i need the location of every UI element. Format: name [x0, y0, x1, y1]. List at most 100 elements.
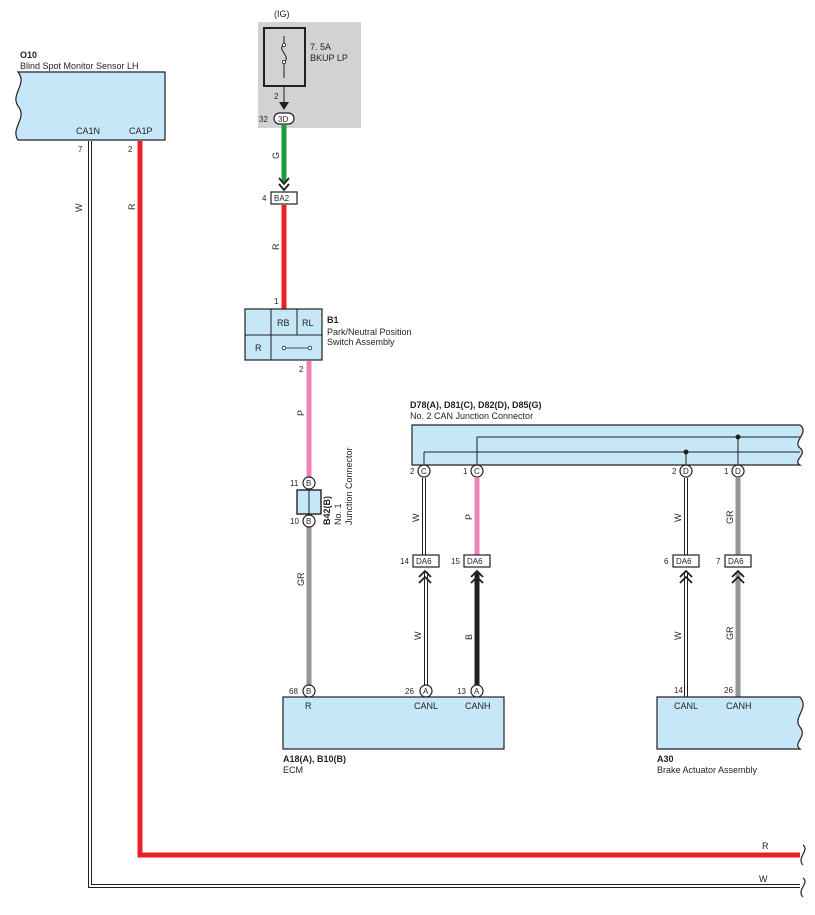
- b42-letter-bottom: B: [306, 517, 311, 526]
- fuse-connector-pin: 32: [259, 115, 268, 124]
- o10-name: Blind Spot Monitor Sensor LH: [20, 61, 139, 71]
- fuse-area: [258, 22, 361, 128]
- ecm-pin-letter: A: [474, 687, 480, 696]
- can-jc-pin-circle: [731, 464, 745, 478]
- wire-label-gr: GR: [725, 626, 735, 640]
- a30-brake-actuator: 14 26 CANL CANH A30 Brake Actuator Assem…: [656, 686, 804, 775]
- wire-label-b: B: [464, 634, 474, 640]
- wires: [88, 125, 800, 888]
- wire-label-r: R: [271, 243, 281, 250]
- da6-pin: 15: [451, 557, 460, 566]
- can-jc-body: [411, 424, 804, 466]
- can-jc-pin-num: 1: [463, 467, 468, 476]
- ecm-pin-letter: B: [306, 687, 311, 696]
- b42-pin-bottom-circle: [302, 514, 316, 528]
- a30-pin-num: 26: [724, 686, 733, 695]
- chevron-up-icon: [731, 569, 745, 584]
- switch-contact-icon: [281, 345, 287, 351]
- da6-label: DA6: [467, 557, 483, 566]
- ecm-terminal: CANL: [414, 701, 438, 711]
- wire-break-icon: [800, 844, 806, 866]
- da6-label: DA6: [728, 557, 744, 566]
- a30-name: Brake Actuator Assembly: [657, 765, 758, 775]
- da6-box: [724, 554, 752, 568]
- ecm-terminal: R: [305, 701, 312, 711]
- da6-connectors: DA6 14 DA6 15 DA6 6 DA6 7: [400, 554, 752, 584]
- can-jc-pin-letter: D: [735, 467, 741, 476]
- ecm-pin-letter: A: [423, 687, 429, 696]
- can-jc-pin-circle: [417, 464, 431, 478]
- can-jc-pin-circle: [470, 464, 484, 478]
- wire-label-gr: GR: [725, 510, 735, 524]
- da6-pin: 6: [664, 557, 669, 566]
- wire-label-p: P: [464, 514, 474, 520]
- can-jc-pin-circle: [679, 464, 693, 478]
- wire-color-labels: W R G R P GR W P W GR W B W GR R W: [74, 152, 769, 884]
- wire-label-w: W: [673, 513, 683, 522]
- b42-name-line2: Junction Connector: [344, 447, 354, 525]
- b1-name-line1: Park/Neutral Position: [327, 327, 412, 337]
- ecm-pin-num: 26: [405, 687, 414, 696]
- chevron-down-icon: [278, 177, 290, 192]
- o10-terminal-ca1n: CA1N: [76, 126, 100, 136]
- wire-label-g: G: [271, 152, 281, 159]
- b42-pin-top-circle: [302, 476, 316, 490]
- o10-pin-7: 7: [78, 145, 83, 154]
- can-jc-pin-num: 1: [724, 467, 729, 476]
- ba2-label: BA2: [274, 194, 290, 203]
- fuse-circuit-label: (IG): [274, 9, 290, 19]
- da6-box: [672, 554, 700, 568]
- wire-label-w: W: [673, 631, 683, 640]
- ecm-terminal: CANH: [465, 701, 491, 711]
- can-jc-pin-num: 2: [410, 467, 415, 476]
- da6-pin: 7: [716, 557, 721, 566]
- connector-arrow-icon: [279, 102, 289, 110]
- b1-cell-rb: RB: [277, 318, 290, 328]
- can-jc-pin-letter: D: [683, 467, 689, 476]
- b42-letter-top: B: [306, 479, 311, 488]
- wire-label-w: W: [759, 874, 768, 884]
- chevron-up-icon: [679, 569, 693, 584]
- b42-pin-top: 11: [290, 479, 299, 488]
- wire-label-w: W: [413, 631, 423, 640]
- fuse-pin: 2: [274, 92, 279, 101]
- ecm-pin-num: 13: [457, 687, 466, 696]
- wire-break-marks: [800, 844, 806, 898]
- a30-code: A30: [657, 754, 674, 764]
- b42-junction: B 11 B 10 B42(B) No. 1 Junction Connecto…: [290, 447, 354, 528]
- b1-cell-r: R: [255, 343, 262, 353]
- o10-pin-2: 2: [128, 145, 133, 154]
- ba2-pin: 4: [262, 194, 267, 203]
- can-jc-name: No. 2 CAN Junction Connector: [410, 411, 533, 421]
- da6-box: [412, 554, 440, 568]
- o10-body: [15, 71, 166, 141]
- ecm-name: ECM: [283, 765, 303, 775]
- wire-red-o10: [137, 141, 800, 858]
- b1-pin-in: 1: [274, 297, 279, 306]
- o10-terminal-ca1p: CA1P: [129, 126, 153, 136]
- ecm: B 68 A 26 A 13 R CANL CANH A18(A), B10(B…: [282, 684, 505, 775]
- splice-point-icon: [735, 434, 741, 440]
- b42-label-group: B42(B) No. 1 Junction Connector: [322, 447, 354, 525]
- can-jc-code: D78(A), D81(C), D82(D), D85(G): [410, 400, 542, 410]
- wire-white-o10: [89, 141, 800, 887]
- chevron-up-icon: [418, 569, 432, 584]
- connector-oval-3d: [273, 112, 295, 125]
- a30-pin-num: 14: [674, 686, 683, 695]
- b1-pin-out: 2: [299, 365, 304, 374]
- ecm-pin-num: 68: [289, 687, 298, 696]
- wire-label-p: P: [296, 410, 306, 416]
- ba2-box: [270, 191, 298, 205]
- b1-cell-rl: RL: [302, 318, 314, 328]
- wire-label-w: W: [74, 203, 84, 212]
- wire-break-icon: [800, 877, 806, 898]
- wire-label-w: W: [411, 513, 421, 522]
- da6-pin: 14: [400, 557, 409, 566]
- can-jc-pin-num: 2: [672, 467, 677, 476]
- b42-pin-bottom: 10: [290, 517, 299, 526]
- ba2-connector: BA2 4: [262, 177, 298, 205]
- o10-code: O10: [20, 50, 37, 60]
- b1-switch: 1 RB RL R B1 Park/Neutral Position Switc…: [244, 297, 412, 374]
- can-junction-connector: D78(A), D81(C), D82(D), D85(G) No. 2 CAN…: [410, 400, 804, 478]
